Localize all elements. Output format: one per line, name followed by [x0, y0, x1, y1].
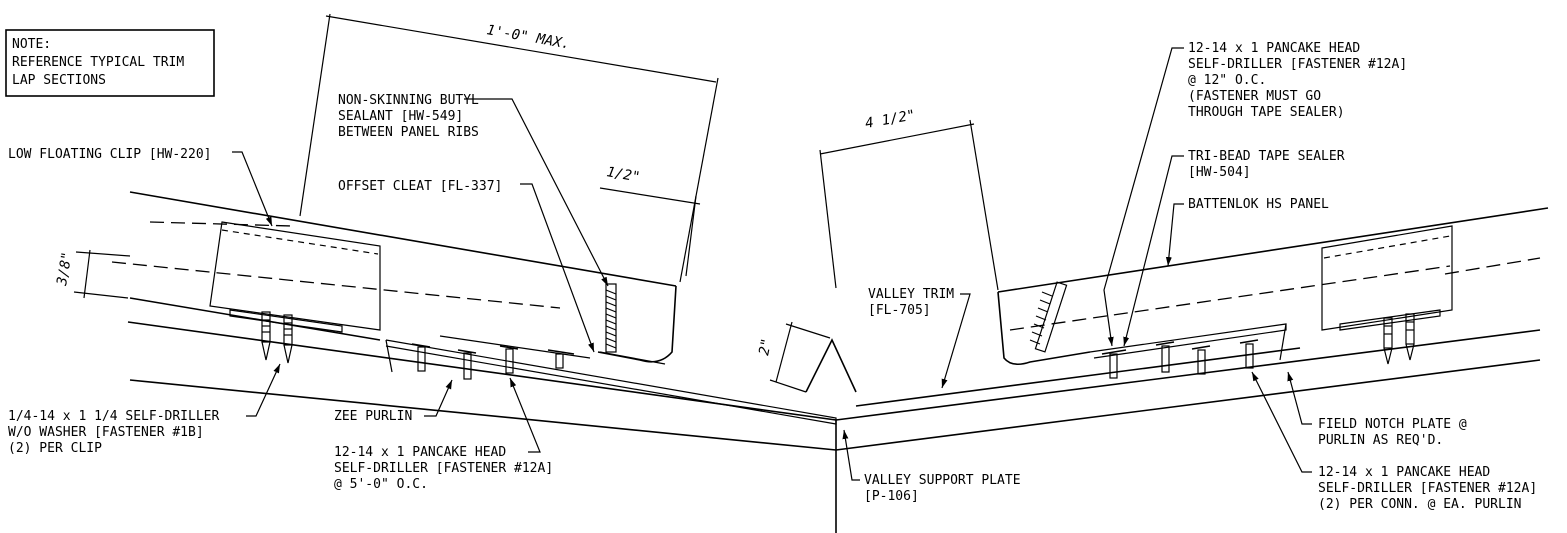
- left-self-driller-1: [261, 311, 271, 361]
- two-inch-dim-line: [775, 321, 793, 383]
- right-clip-shape: [1321, 225, 1453, 331]
- right-panel-assembly: [835, 207, 1549, 451]
- zee-purlin-label: ZEE PURLIN: [334, 409, 412, 424]
- left-pancake-screw-3: [499, 345, 519, 374]
- self-driller-1b-label-1: 1/4-14 x 1 1/4 SELF-DRILLER: [8, 409, 219, 424]
- pancake-5ft-label-2: SELF-DRILLER [FASTENER #12A]: [334, 461, 553, 476]
- butyl-label-1: NON-SKINNING BUTYL: [338, 93, 479, 108]
- callout-offset-cleat: OFFSET CLEAT [FL-337]: [338, 179, 595, 353]
- dim-half-inch-text: 1/2": [605, 164, 641, 186]
- right-self-driller-1: [1383, 317, 1393, 365]
- left-pancake-screw-4: [547, 349, 575, 369]
- field-notch-label-2: PURLIN AS REQ'D.: [1318, 433, 1443, 448]
- clip-base: [229, 309, 343, 333]
- callout-pancake-12in: 12-14 x 1 PANCAKE HEAD SELF-DRILLER [FAS…: [1103, 41, 1407, 347]
- callout-battenlok: BATTENLOK HS PANEL: [1165, 197, 1329, 267]
- butyl-label-3: BETWEEN PANEL RIBS: [338, 125, 479, 140]
- callout-valley-trim: VALLEY TRIM [FL-705]: [868, 287, 971, 389]
- pancake-per-conn-label-1: 12-14 x 1 PANCAKE HEAD: [1318, 465, 1490, 480]
- dim-four-half-text: 4 1/2": [864, 107, 917, 132]
- valley-v-notch: [805, 338, 857, 393]
- two-inch-dim-ext-top: [785, 323, 831, 339]
- right-panel-end: [997, 291, 1091, 366]
- right-self-driller-2: [1405, 313, 1415, 361]
- right-pancake-screw-3: [1191, 345, 1211, 375]
- clip-dashed-line: [221, 229, 379, 255]
- right-butyl-coil: [1029, 281, 1068, 353]
- callout-zee-purlin: ZEE PURLIN: [334, 379, 453, 424]
- left-self-driller-2: [283, 314, 293, 364]
- dim-three-eighths-text: 3/8": [54, 251, 76, 288]
- dimension-half-inch: 1/2": [599, 164, 701, 277]
- right-zee-purlin-web: [1279, 323, 1287, 361]
- two-inch-dim-ext-bottom: [769, 379, 807, 393]
- left-panel-assembly: [111, 191, 857, 451]
- right-pancake-screw-2: [1155, 341, 1175, 373]
- callout-pancake-per-conn: 12-14 x 1 PANCAKE HEAD SELF-DRILLER [FAS…: [1251, 371, 1537, 512]
- pancake-5ft-label-3: @ 5'-0" O.C.: [334, 477, 428, 492]
- self-driller-1b-label-3: (2) PER CLIP: [8, 441, 102, 456]
- right-bottom-line: [835, 359, 1541, 451]
- pancake-12in-label-5: THROUGH TAPE SEALER): [1188, 105, 1345, 120]
- dim-two-inch-text: 2": [756, 337, 775, 357]
- valley-support-plate-label-2: [P-106]: [864, 489, 919, 504]
- callout-butyl-sealant: NON-SKINNING BUTYL SEALANT [HW-549] BETW…: [338, 93, 609, 287]
- low-floating-clip-label: LOW FLOATING CLIP [HW-220]: [8, 147, 212, 162]
- tri-bead-label-2: [HW-504]: [1188, 165, 1251, 180]
- dimension-three-eighths: 3/8": [54, 249, 131, 299]
- left-zee-purlin-web: [385, 339, 393, 373]
- callout-valley-support-plate: VALLEY SUPPORT PLATE [P-106]: [842, 429, 1021, 504]
- pancake-12in-label-2: SELF-DRILLER [FASTENER #12A]: [1188, 57, 1407, 72]
- left-pancake-screw-2: [457, 349, 477, 380]
- left-pancake-screw-1: [411, 343, 431, 372]
- butyl-label-2: SEALANT [HW-549]: [338, 109, 463, 124]
- left-panel-end: [597, 285, 677, 363]
- dimension-one-foot-max: 1'-0" MAX.: [299, 13, 719, 283]
- valley-trim-label-1: VALLEY TRIM: [868, 287, 954, 302]
- right-purlin-line: [835, 329, 1541, 421]
- pancake-5ft-label-1: 12-14 x 1 PANCAKE HEAD: [334, 445, 506, 460]
- left-centerline-mid: [111, 261, 561, 309]
- right-centerline: [1009, 265, 1451, 331]
- valley-trim-line: [855, 347, 1301, 407]
- callout-low-floating-clip: LOW FLOATING CLIP [HW-220]: [8, 147, 273, 227]
- callout-self-driller-1b: 1/4-14 x 1 1/4 SELF-DRILLER W/O WASHER […: [8, 363, 281, 456]
- pancake-12in-label-4: (FASTENER MUST GO: [1188, 89, 1321, 104]
- callout-pancake-5ft: 12-14 x 1 PANCAKE HEAD SELF-DRILLER [FAS…: [334, 377, 553, 492]
- dimension-four-half: 4 1/2": [819, 107, 999, 291]
- pancake-12in-label-1: 12-14 x 1 PANCAKE HEAD: [1188, 41, 1360, 56]
- offset-cleat-line: [599, 351, 666, 365]
- tri-bead-label-1: TRI-BEAD TAPE SEALER: [1188, 149, 1345, 164]
- pancake-per-conn-label-2: SELF-DRILLER [FASTENER #12A]: [1318, 481, 1537, 496]
- left-bottom-line: [129, 379, 837, 451]
- right-pancake-screw-1: [1101, 349, 1127, 379]
- left-purlin-top-plate: [439, 335, 591, 359]
- field-notch-label-1: FIELD NOTCH PLATE @: [1318, 417, 1467, 432]
- callout-field-notch: FIELD NOTCH PLATE @ PURLIN AS REQ'D.: [1287, 371, 1467, 448]
- offset-cleat-label: OFFSET CLEAT [FL-337]: [338, 179, 502, 194]
- pancake-12in-label-3: @ 12" O.C.: [1188, 73, 1266, 88]
- low-floating-clip-shape: [209, 221, 381, 331]
- note-line-3: LAP SECTIONS: [12, 73, 106, 88]
- right-clip-base: [1339, 309, 1441, 331]
- valley-trim-label-2: [FL-705]: [868, 303, 931, 318]
- battenlok-label: BATTENLOK HS PANEL: [1188, 197, 1329, 212]
- note-line-2: REFERENCE TYPICAL TRIM: [12, 55, 184, 70]
- note-box: NOTE: REFERENCE TYPICAL TRIM LAP SECTION…: [5, 29, 215, 97]
- butyl-sealant-coil: [605, 283, 617, 353]
- left-panel-top: [129, 191, 677, 287]
- right-panel-top: [997, 207, 1549, 293]
- note-line-1: NOTE:: [12, 37, 51, 52]
- pancake-per-conn-label-3: (2) PER CONN. @ EA. PURLIN: [1318, 497, 1522, 512]
- self-driller-1b-label-2: W/O WASHER [FASTENER #1B]: [8, 425, 204, 440]
- dim-one-foot-max-text: 1'-0" MAX.: [485, 22, 571, 52]
- right-pancake-screw-4: [1239, 339, 1259, 369]
- callout-tri-bead: TRI-BEAD TAPE SEALER [HW-504]: [1123, 149, 1345, 347]
- right-centerline-end: [1444, 257, 1541, 275]
- valley-support-plate-label-1: VALLEY SUPPORT PLATE: [864, 473, 1021, 488]
